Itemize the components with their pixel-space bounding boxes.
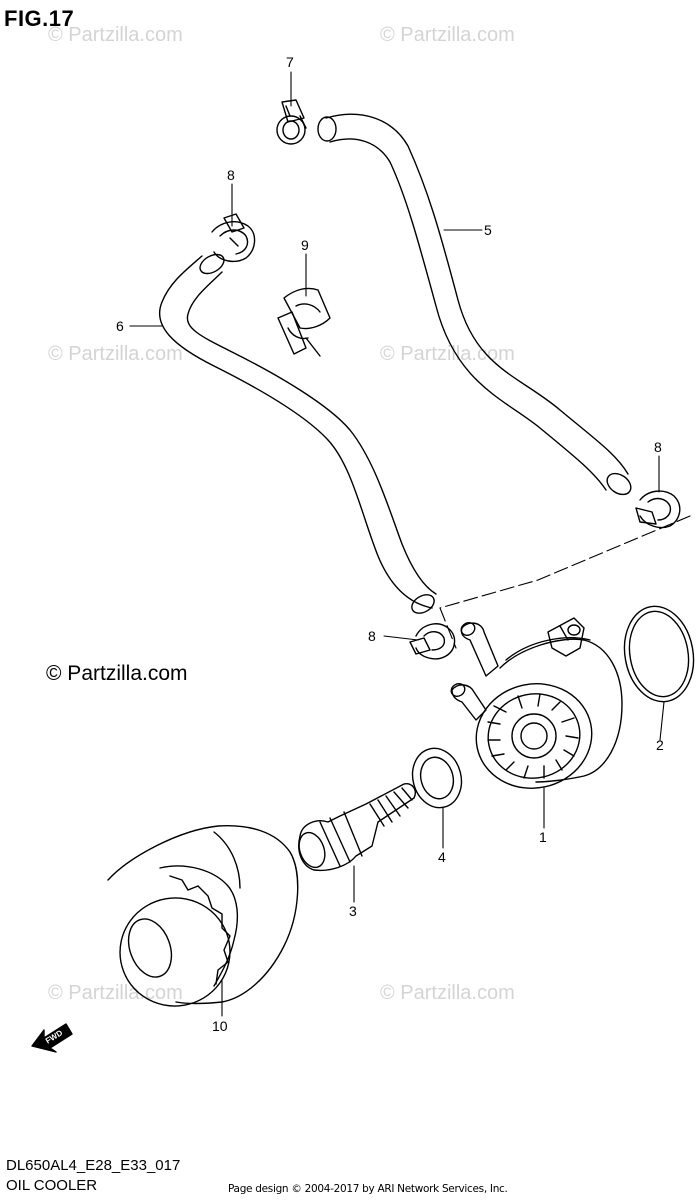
hose-6 (158, 253, 437, 614)
figure-title: FIG.17 (4, 6, 75, 31)
oil-cooler-1 (450, 617, 623, 789)
callout-2: 2 (656, 737, 664, 753)
watermark: © Partzilla.com (380, 982, 515, 1004)
hose-clamp-9 (277, 287, 331, 357)
copyright-notice: © Partzilla.com (46, 662, 188, 685)
callout-1: 1 (539, 829, 547, 845)
fwd-arrow-icon (31, 1023, 73, 1053)
watermark: © Partzilla.com (48, 343, 183, 365)
callout-9: 9 (301, 237, 309, 253)
callout-6: 6 (116, 318, 124, 334)
union-bolt-3 (298, 783, 416, 872)
hose-clamp-8-lower (409, 623, 456, 660)
o-ring-2 (623, 605, 695, 703)
callout-8: 8 (227, 167, 235, 183)
hose-5 (317, 113, 632, 496)
callout-5: 5 (484, 222, 492, 238)
page-credit: Page design © 2004-2017 by ARI Network S… (228, 1183, 508, 1195)
watermark: © Partzilla.com (48, 24, 183, 46)
hose-clamp-7 (276, 99, 307, 145)
callout-3: 3 (349, 903, 357, 919)
hose-clamp-8-right (635, 490, 681, 529)
washer-4 (411, 747, 463, 809)
oil-filter-10 (107, 825, 299, 1007)
watermark: © Partzilla.com (48, 982, 183, 1004)
watermark: © Partzilla.com (380, 24, 515, 46)
callout-8: 8 (654, 439, 662, 455)
callout-8: 8 (368, 628, 376, 644)
callout-10: 10 (212, 1018, 228, 1034)
diagram-title: OIL COOLER (6, 1177, 98, 1194)
callout-4: 4 (438, 849, 446, 865)
diagram-code: DL650AL4_E28_E33_017 (6, 1157, 181, 1174)
callout-7: 7 (286, 54, 294, 70)
